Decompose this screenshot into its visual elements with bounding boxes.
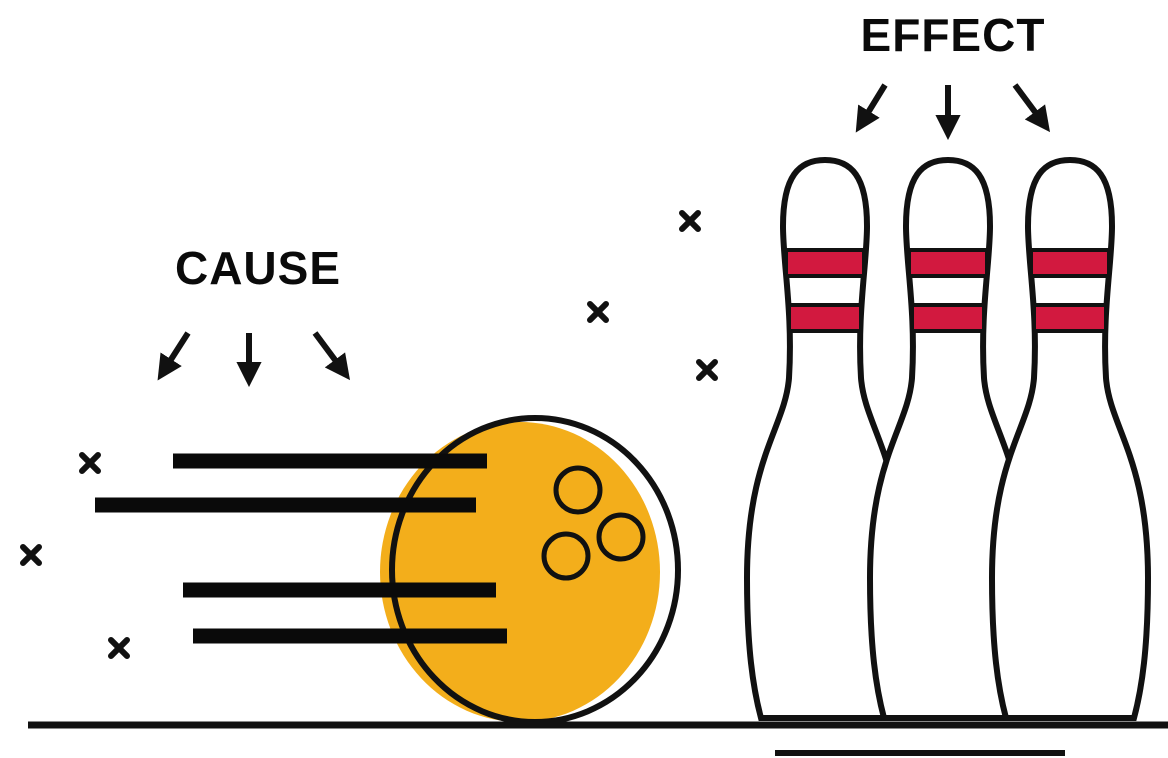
effect-arrow-left-icon xyxy=(861,85,885,124)
x-mark-icon xyxy=(590,304,606,320)
cause-arrow-left-icon xyxy=(163,333,188,372)
bowling-pin-icon xyxy=(992,160,1148,718)
effect-label: EFFECT xyxy=(861,9,1046,61)
cause-arrow-right-icon xyxy=(315,333,344,372)
effect-arrows xyxy=(861,85,1044,130)
bowling-pins xyxy=(747,160,1148,718)
cause-label: CAUSE xyxy=(175,242,341,294)
x-mark-icon xyxy=(23,547,39,563)
x-mark-icon xyxy=(682,213,698,229)
x-mark-icon xyxy=(82,455,98,471)
x-mark-icon xyxy=(111,640,127,656)
x-mark-icon xyxy=(699,362,715,378)
effect-arrow-right-icon xyxy=(1015,85,1044,124)
cause-arrows xyxy=(163,333,344,377)
